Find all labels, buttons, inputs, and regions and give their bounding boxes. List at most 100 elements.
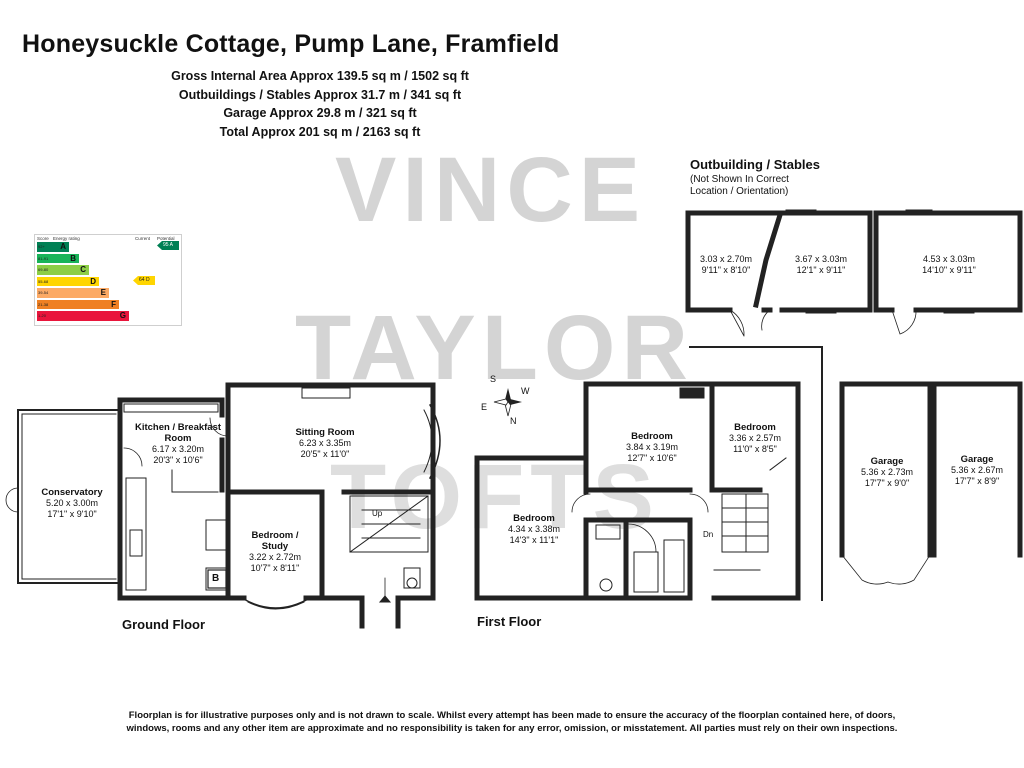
outbuilding-walls [685, 210, 1023, 313]
room-metric: 3.03 x 2.70m [699, 254, 753, 264]
boiler-label: B [212, 573, 220, 584]
disclaimer-line: windows, rooms and any other item are ap… [126, 723, 898, 734]
stairs-up-label: Up [372, 509, 383, 518]
room-metric: 6.17 x 3.20m [151, 444, 205, 454]
first-floor-walls [474, 381, 801, 601]
room-name: Conservatory [41, 487, 103, 498]
epc-band-letter: G [119, 311, 126, 320]
epc-band-letter: E [100, 288, 106, 297]
room-imperial: 20'5" x 11'0" [300, 449, 350, 459]
epc-band-letter: B [70, 253, 76, 263]
epc-band-b: 81-91 B [37, 253, 79, 263]
room-metric: 3.22 x 2.72m [248, 552, 302, 562]
room-name: Kitchen / Breakfast Room [134, 422, 222, 444]
disclaimer-line: Floorplan is for illustrative purposes o… [128, 710, 896, 721]
room-imperial: 9'11" x 8'10" [701, 265, 751, 275]
area-garage: Garage Approx 29.8 m / 321 sq ft [223, 106, 417, 120]
room-name: Bedroom [734, 422, 776, 433]
room-name: Bedroom / Study [251, 530, 299, 552]
room-metric: 4.34 x 3.38m [507, 524, 561, 534]
compass-n: N [510, 416, 517, 426]
outbuilding-note-line: Location / Orientation) [690, 185, 789, 197]
epc-band-range: 1-20 [38, 313, 47, 318]
epc-band-range: 55-68 [38, 278, 49, 284]
room-label-outbuilding-2: 3.67 x 3.03m 12'1" x 9'11" [784, 254, 858, 276]
room-label-bedroom-1: Bedroom 3.84 x 3.19m 12'7" x 10'6" [614, 431, 690, 464]
room-imperial: 10'7" x 8'11" [250, 563, 300, 573]
room-imperial: 12'1" x 9'11" [796, 265, 846, 275]
room-label-bedroom-3: Bedroom 4.34 x 3.38m 14'3" x 11'1" [500, 513, 568, 546]
epc-header-rating: Energy rating [53, 236, 80, 241]
compass-s: S [490, 374, 497, 384]
epc-header-potential: Potential [157, 236, 175, 241]
outbuilding-note-line: (Not Shown In Correct [690, 174, 789, 185]
watermark-tofts: TOFTS [330, 446, 660, 548]
epc-band-d: 55-68 D [37, 276, 99, 286]
room-imperial: 20'3" x 10'6" [153, 455, 203, 465]
room-metric: 6.23 x 3.35m [298, 438, 352, 448]
epc-band-c: 69-80 C [37, 265, 89, 275]
room-name: Sitting Room [295, 427, 355, 438]
disclaimer: Floorplan is for illustrative purposes o… [60, 709, 964, 735]
room-label-outbuilding-1: 3.03 x 2.70m 9'11" x 8'10" [696, 254, 756, 276]
area-summary: Gross Internal Area Approx 139.5 sq m / … [150, 67, 490, 141]
room-metric: 4.53 x 3.03m [922, 254, 976, 264]
watermark-vince: VINCE [335, 139, 647, 241]
room-metric: 3.36 x 2.57m [728, 433, 782, 443]
room-label-conservatory: Conservatory 5.20 x 3.00m 17'1" x 9'10" [30, 487, 114, 520]
room-imperial: 17'7" x 8'9" [954, 476, 1000, 486]
epc-band-letter: C [80, 265, 86, 274]
room-label-bedroom-study: Bedroom / Study 3.22 x 2.72m 10'7" x 8'1… [240, 530, 310, 574]
epc-band-a: 92+ A [37, 242, 69, 252]
compass-w: W [521, 386, 530, 396]
area-outbuildings: Outbuildings / Stables Approx 31.7 m / 3… [178, 87, 462, 102]
epc-header-score: Score [37, 236, 49, 241]
epc-header-current: Current [135, 236, 151, 241]
room-label-bedroom-2: Bedroom 3.36 x 2.57m 11'0" x 8'5" [722, 422, 788, 455]
epc-band-letter: A [60, 242, 66, 251]
room-metric: 3.67 x 3.03m [794, 254, 848, 264]
outbuilding-note: (Not Shown In Correct Location / Orienta… [690, 174, 789, 197]
room-label-kitchen: Kitchen / Breakfast Room 6.17 x 3.20m 20… [130, 422, 226, 466]
room-metric: 5.20 x 3.00m [45, 498, 99, 508]
room-label-garage-1: Garage 5.36 x 2.73m 17'7" x 9'0" [852, 456, 922, 489]
page-title: Honeysuckle Cottage, Pump Lane, Framfiel… [22, 30, 560, 58]
room-imperial: 17'7" x 9'0" [864, 478, 910, 488]
room-name: Bedroom [631, 431, 673, 442]
room-imperial: 14'10" x 9'11" [922, 265, 976, 275]
room-label-sitting-room: Sitting Room 6.23 x 3.35m 20'5" x 11'0" [270, 427, 380, 460]
area-gross: Gross Internal Area Approx 139.5 sq m / … [171, 69, 469, 83]
epc-band-range: 92+ [38, 244, 45, 249]
room-metric: 3.84 x 3.19m [625, 442, 679, 452]
compass-e: E [481, 402, 488, 412]
room-imperial: 14'3" x 11'1" [509, 535, 559, 545]
floor-label-ground: Ground Floor [122, 617, 206, 632]
epc-band-letter: D [90, 276, 96, 286]
room-imperial: 17'1" x 9'10" [47, 509, 97, 519]
garage-walls [839, 381, 1023, 558]
area-total: Total Approx 201 sq m / 2163 sq ft [219, 124, 421, 139]
epc-band-range: 21-38 [38, 301, 49, 307]
epc-band-e: 39-54 E [37, 288, 109, 298]
epc-band-f: 21-38 F [37, 299, 119, 309]
room-imperial: 12'7" x 10'6" [627, 453, 677, 463]
compass-icon: S W E N [478, 372, 538, 432]
room-name: Bedroom [513, 513, 555, 524]
sitting-room-walls [225, 382, 436, 601]
epc-chart: Score Energy rating Current Potential 92… [34, 234, 182, 326]
epc-potential-rating: 95 A [157, 241, 179, 250]
room-name: Garage [960, 454, 994, 465]
outbuilding-title: Outbuilding / Stables [690, 157, 820, 172]
room-label-outbuilding-3: 4.53 x 3.03m 14'10" x 9'11" [914, 254, 984, 276]
kitchen-walls [117, 397, 233, 601]
epc-band-letter: F [111, 299, 116, 309]
epc-band-range: 69-80 [38, 267, 49, 272]
epc-current-rating: 64 D [133, 276, 155, 285]
epc-band-g: 1-20 G [37, 311, 129, 321]
room-label-garage-2: Garage 5.36 x 2.67m 17'7" x 8'9" [942, 454, 1012, 487]
room-name: Garage [870, 456, 904, 467]
epc-band-range: 81-91 [38, 255, 49, 261]
epc-band-range: 39-54 [38, 290, 49, 295]
room-imperial: 11'0" x 8'5" [733, 444, 777, 454]
